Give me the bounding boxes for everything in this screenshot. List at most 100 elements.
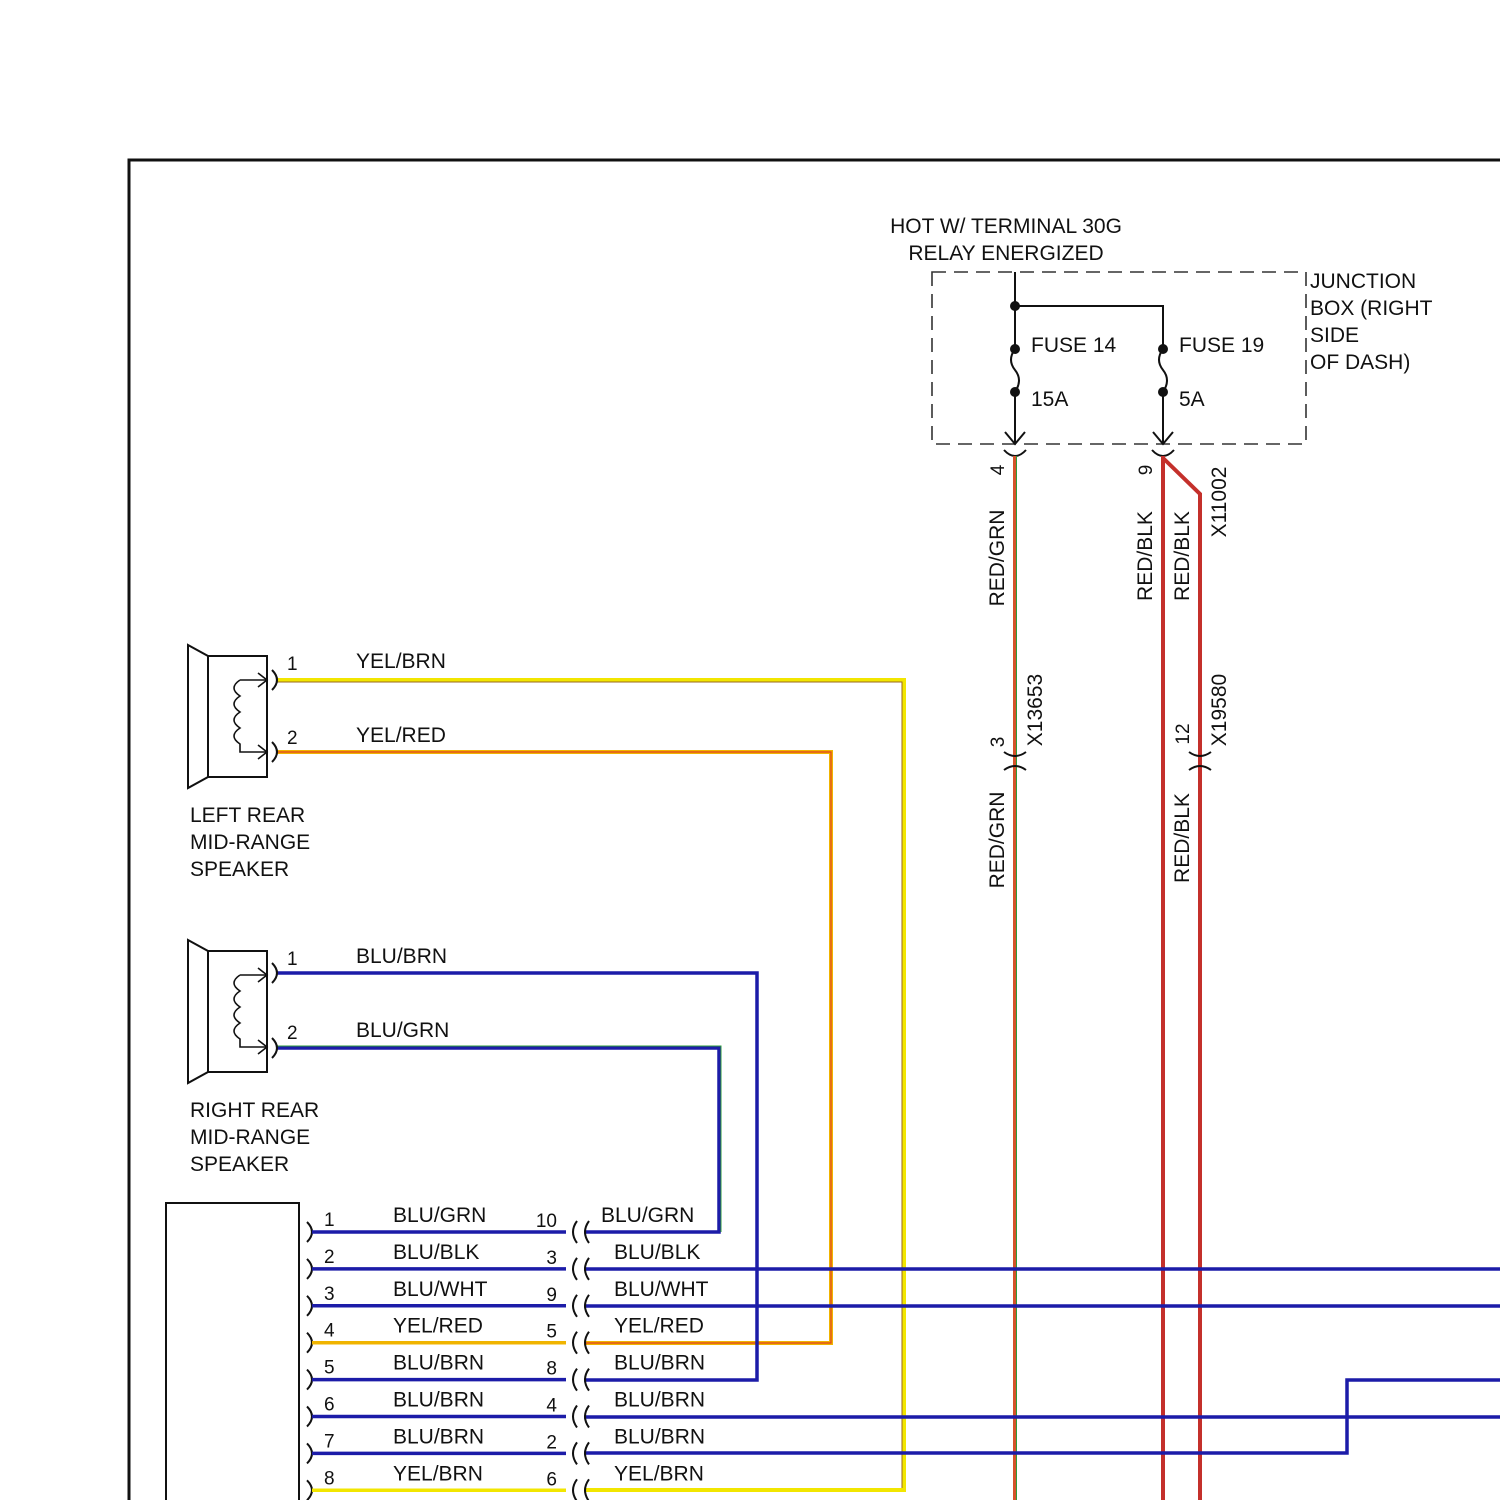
inline-pin-number: 3 bbox=[546, 1248, 557, 1269]
right-speaker-name-line-2: MID-RANGE bbox=[190, 1126, 310, 1149]
left-speaker-name-line-1: LEFT REAR bbox=[190, 804, 305, 827]
fuse-19-feed-wire-bottom: RED/BLK bbox=[1171, 793, 1194, 883]
amp-pin-number: 1 bbox=[324, 1210, 335, 1231]
right-speaker-pin-1: 1 bbox=[287, 949, 298, 970]
inline-wire-label: BLU/GRN bbox=[601, 1204, 694, 1227]
inline-pin-number: 6 bbox=[546, 1469, 557, 1490]
right-rear-speaker-symbol bbox=[188, 940, 277, 1083]
amp-pin-number: 4 bbox=[324, 1321, 335, 1342]
red-blk-wire-b bbox=[1163, 458, 1200, 1500]
inline-wire-label: BLU/BRN bbox=[614, 1425, 705, 1448]
left-rear-speaker-symbol bbox=[188, 645, 277, 788]
amp-pin-bracket bbox=[307, 1333, 312, 1353]
junction-x11002-pin-9 bbox=[1152, 450, 1174, 456]
fuse-14-feed-wire-top: RED/GRN bbox=[986, 510, 1009, 607]
amplifier-component bbox=[166, 1203, 299, 1500]
amp-connector-row: 7 BLU/BRN 2 BLU/BRN bbox=[307, 1425, 705, 1464]
inline-wire-label: YEL/BRN bbox=[614, 1462, 704, 1485]
yel-brn-wire-stripe bbox=[276, 682, 902, 1488]
fuse-14-symbol bbox=[1005, 344, 1025, 444]
inline-pin-number: 9 bbox=[546, 1285, 557, 1306]
right-speaker-wire-1: BLU/BRN bbox=[356, 945, 447, 968]
diagram-frame bbox=[129, 160, 1500, 1500]
x13653-pin: 3 bbox=[988, 737, 1009, 748]
amp-wire-label: YEL/RED bbox=[393, 1315, 483, 1338]
right-speaker-name-line-1: RIGHT REAR bbox=[190, 1099, 319, 1122]
inline-pin-number: 2 bbox=[546, 1432, 557, 1453]
inline-pin-number: 10 bbox=[536, 1211, 557, 1232]
amp-pin-number: 7 bbox=[324, 1431, 335, 1452]
power-feed-wires: 4 RED/GRN X13653 3 RED/GRN 9 RED/BLK RED… bbox=[986, 450, 1231, 1500]
amp-wire-label: BLU/BLK bbox=[393, 1241, 479, 1264]
amp-connector-row: 6 BLU/BRN 4 BLU/BRN bbox=[307, 1389, 705, 1428]
right-speaker-wire-2: BLU/GRN bbox=[356, 1019, 449, 1042]
inline-wire-label: BLU/BRN bbox=[614, 1352, 705, 1375]
amp-pin-number: 5 bbox=[324, 1358, 335, 1379]
inline-pin-number: 8 bbox=[546, 1359, 557, 1380]
inline-wire-label: BLU/BRN bbox=[614, 1389, 705, 1412]
amp-wire-label: BLU/GRN bbox=[393, 1204, 486, 1227]
junction-x11002-pin-4 bbox=[1004, 450, 1026, 456]
junction-box-label-line-4: OF DASH) bbox=[1310, 351, 1410, 374]
amp-pin-number: 8 bbox=[324, 1468, 335, 1489]
inline-wire-label: BLU/WHT bbox=[614, 1278, 709, 1301]
x11002-connector-label: X11002 bbox=[1208, 467, 1231, 538]
amp-pin-bracket bbox=[307, 1480, 312, 1500]
left-speaker-name-line-3: SPEAKER bbox=[190, 858, 289, 881]
amp-connector-row: 3 BLU/WHT 9 BLU/WHT bbox=[307, 1278, 709, 1317]
amp-wire-label: BLU/BRN bbox=[393, 1352, 484, 1375]
amp-pin-bracket bbox=[307, 1443, 312, 1463]
left-speaker-wire-2: YEL/RED bbox=[356, 724, 446, 747]
amp-connector-row: 2 BLU/BLK 3 BLU/BLK bbox=[307, 1241, 700, 1280]
amp-pin-bracket bbox=[307, 1407, 312, 1427]
fuse-19-feed-wire-b: RED/BLK bbox=[1171, 511, 1194, 601]
amp-connector-row: 1 BLU/GRN 10 BLU/GRN bbox=[307, 1204, 694, 1243]
amp-pin-bracket bbox=[307, 1259, 312, 1279]
fuse-19-rating: 5A bbox=[1179, 388, 1205, 411]
amplifier-connector-rows: 1BLU/GRN10BLU/GRN2BLU/BLK3BLU/BLK3BLU/WH… bbox=[307, 1204, 709, 1500]
fuse-19-symbol bbox=[1153, 344, 1173, 444]
junction-box-label-line-2: BOX (RIGHT bbox=[1310, 297, 1433, 320]
fuse-14-feed-wire-bottom: RED/GRN bbox=[986, 792, 1009, 889]
amp-pin-bracket bbox=[307, 1296, 312, 1316]
junction-box: HOT W/ TERMINAL 30G RELAY ENERGIZED JUNC… bbox=[890, 215, 1433, 444]
junction-box-outline bbox=[932, 272, 1306, 444]
right-speaker-name-line-3: SPEAKER bbox=[190, 1153, 289, 1176]
amp-pin-number: 3 bbox=[324, 1284, 335, 1305]
right-speaker-pin-2: 2 bbox=[287, 1023, 298, 1044]
inline-pin-number: 5 bbox=[546, 1322, 557, 1343]
power-source-line-2: RELAY ENERGIZED bbox=[908, 242, 1103, 265]
inline-pin-number: 4 bbox=[546, 1396, 557, 1417]
amp-wire-label: BLU/BRN bbox=[393, 1389, 484, 1412]
fuse-19-name: FUSE 19 bbox=[1179, 334, 1264, 357]
amp-pin-number: 2 bbox=[324, 1247, 335, 1268]
amp-pin-bracket bbox=[307, 1222, 312, 1242]
left-speaker-pin-2: 2 bbox=[287, 728, 298, 749]
fuse-14-name: FUSE 14 bbox=[1031, 334, 1117, 357]
left-speaker-pin-1: 1 bbox=[287, 654, 298, 675]
yel-brn-wire bbox=[276, 680, 904, 1490]
fuse-14-rating: 15A bbox=[1031, 388, 1068, 411]
amp-pin-bracket bbox=[307, 1370, 312, 1390]
amp-wire-label: YEL/BRN bbox=[393, 1462, 483, 1485]
left-speaker-wire-1: YEL/BRN bbox=[356, 650, 446, 673]
junction-box-label-line-1: JUNCTION bbox=[1310, 270, 1416, 293]
inline-wire-label: YEL/RED bbox=[614, 1315, 704, 1338]
amp-pin-number: 6 bbox=[324, 1395, 335, 1416]
left-speaker-name-line-2: MID-RANGE bbox=[190, 831, 310, 854]
amp-connector-row: 8 YEL/BRN 6 YEL/BRN bbox=[307, 1462, 704, 1500]
amp-wire-label: BLU/BRN bbox=[393, 1425, 484, 1448]
amp-connector-row: 5 BLU/BRN 8 BLU/BRN bbox=[307, 1352, 705, 1391]
x13653-connector-label: X13653 bbox=[1024, 674, 1047, 746]
x19580-pin: 12 bbox=[1173, 723, 1194, 744]
amp-wire-label: BLU/WHT bbox=[393, 1278, 488, 1301]
power-source-line-1: HOT W/ TERMINAL 30G bbox=[890, 215, 1122, 238]
x19580-connector-label: X19580 bbox=[1208, 674, 1231, 746]
inline-wire-label: BLU/BLK bbox=[614, 1241, 700, 1264]
junction-box-label-line-3: SIDE bbox=[1310, 324, 1359, 347]
fuse-19-feed-wire-a: RED/BLK bbox=[1134, 511, 1157, 601]
fuse-19-feed-pin: 9 bbox=[1136, 465, 1157, 476]
amp-connector-row: 4 YEL/RED 5 YEL/RED bbox=[307, 1315, 704, 1354]
